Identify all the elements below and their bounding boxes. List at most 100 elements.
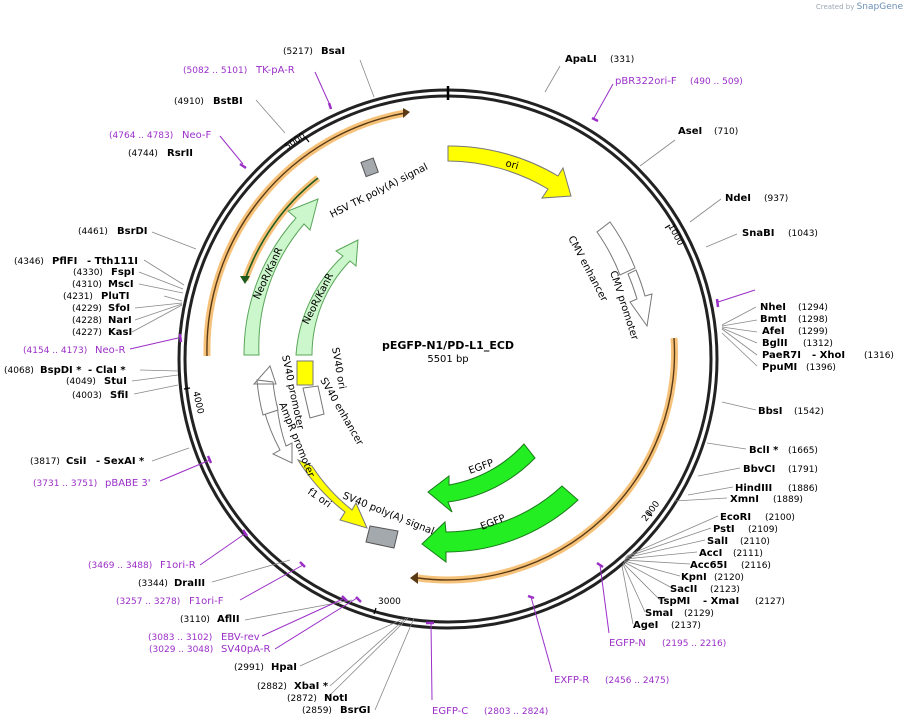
plasmid-name: pEGFP-N1/PD-L1_ECD [382, 339, 514, 352]
primer-tkpar[interactable]: TK-pA-R [255, 65, 295, 76]
site-bstbi[interactable]: BstBI [213, 96, 243, 107]
primer-pbr322[interactable]: pBR322ori-F [615, 76, 677, 87]
site-xhoi[interactable]: - XhoI [812, 350, 845, 361]
site-bcli[interactable]: BclI * [749, 445, 779, 456]
site-sfii[interactable]: SfiI [110, 390, 128, 401]
site-clai[interactable]: - ClaI * [88, 365, 126, 376]
site-sacii[interactable]: SacII [670, 584, 697, 595]
site-bspdi[interactable]: BspDI * [40, 365, 82, 376]
site-leaders [131, 59, 758, 711]
primer-sv40par-range: (3029 .. 3048) [149, 645, 213, 655]
site-xmni-pos: (1889) [773, 495, 803, 505]
site-afei[interactable]: AfeI [762, 326, 785, 337]
site-rsrii[interactable]: RsrII [167, 148, 193, 159]
site-fspi[interactable]: FspI [111, 267, 135, 278]
site-ecori-pos: (2100) [765, 513, 795, 523]
site-nari[interactable]: NarI [108, 315, 132, 326]
site-paer7i[interactable]: PaeR7I [762, 350, 801, 361]
primer-egfpc[interactable]: EGFP-C [432, 706, 468, 717]
sv40-enhancer-box [302, 385, 325, 419]
site-pflfi-pos: (4346) [14, 257, 44, 267]
site-draiii[interactable]: DraIII [174, 578, 205, 589]
site-sfoi[interactable]: SfoI [108, 303, 130, 314]
site-pluti[interactable]: PluTI [101, 291, 129, 302]
site-paer7i-pos: (1316) [864, 351, 894, 361]
site-stui[interactable]: StuI [104, 376, 127, 387]
site-psti[interactable]: PstI [713, 524, 735, 535]
site-hpai-pos: (2991) [234, 663, 264, 673]
cmv-promoter-arrow [627, 269, 653, 328]
primer-neor[interactable]: Neo-R [95, 345, 126, 356]
site-hindiii[interactable]: HindIII [735, 483, 772, 494]
site-bbsi[interactable]: BbsI [758, 406, 782, 417]
tick-5000: 5000 [283, 131, 308, 152]
site-bcli-pos: (1665) [788, 446, 818, 456]
site-ecori[interactable]: EcoRI [720, 512, 751, 523]
cmv-enhancer-label: CMV enhancer [565, 234, 609, 304]
primer-exfpr-range: (2456 .. 2475) [605, 676, 669, 686]
primer-pbabe3[interactable]: pBABE 3' [105, 478, 151, 489]
site-bsrdi[interactable]: BsrDI [117, 226, 148, 237]
site-bsrdi-pos: (4461) [78, 227, 108, 237]
egfp-arrow-outer [421, 485, 579, 563]
site-bglii[interactable]: BglII [762, 338, 788, 349]
site-xbai-pos: (2882) [257, 682, 287, 692]
sv40-promoter-arrow [252, 365, 279, 416]
site-bbvci[interactable]: BbvCI [743, 464, 775, 475]
primer-f1orir[interactable]: F1ori-R [160, 560, 196, 571]
site-csii[interactable]: CsiI [66, 456, 86, 467]
site-pflfi[interactable]: PflFI [52, 256, 77, 267]
primer-egfpc-range: (2803 .. 2824) [484, 707, 548, 717]
tick-2000: 2000 [640, 499, 662, 524]
hsv-polya-box [360, 157, 379, 178]
site-snabi[interactable]: SnaBI [742, 228, 774, 239]
site-tth111i[interactable]: - Tth111I [87, 256, 138, 267]
site-kpni-pos: (2120) [714, 573, 744, 583]
site-ndei[interactable]: NdeI [725, 193, 751, 204]
site-acci[interactable]: AccI [699, 548, 722, 559]
primer-leaders [129, 71, 756, 701]
primer-neof[interactable]: Neo-F [182, 130, 212, 141]
site-kpni[interactable]: KpnI [681, 572, 707, 583]
site-bsrgi[interactable]: BsrGI [340, 705, 370, 716]
site-kasi[interactable]: KasI [108, 327, 132, 338]
site-hpai[interactable]: HpaI [271, 662, 297, 673]
site-acc65i[interactable]: Acc65I [690, 560, 727, 571]
site-aflii[interactable]: AflII [217, 614, 240, 625]
site-aflii-pos: (3110) [180, 615, 210, 625]
site-acc65i-pos: (2116) [741, 561, 771, 571]
orf-arc-neo [241, 175, 321, 282]
neor-label-inner: NeoR/KanR [301, 272, 336, 327]
site-bbvci-pos: (1791) [788, 465, 818, 475]
site-sali[interactable]: SalI [707, 536, 728, 547]
site-bglii-pos: (1312) [803, 339, 833, 349]
tick-3000: 3000 [378, 597, 401, 607]
site-apali[interactable]: ApaLI [565, 54, 597, 65]
site-kasi-pos: (4227) [72, 328, 102, 338]
primer-f1orif[interactable]: F1ori-F [189, 596, 224, 607]
site-psti-pos: (2109) [748, 525, 778, 535]
site-xmni[interactable]: XmnI [730, 494, 759, 505]
site-xbai[interactable]: XbaI * [294, 681, 329, 692]
primer-sv40par[interactable]: SV40pA-R [221, 644, 270, 655]
site-msci[interactable]: MscI [108, 279, 134, 290]
site-noti[interactable]: NotI [324, 693, 348, 704]
site-tspmi[interactable]: TspMI [658, 596, 690, 607]
site-bspdi-pos: (4068) [4, 366, 34, 376]
site-sexai[interactable]: - SexAI * [96, 456, 145, 467]
site-bmti-pos: (1298) [798, 315, 828, 325]
site-asei[interactable]: AseI [678, 126, 702, 137]
site-bsai[interactable]: BsaI [321, 46, 345, 57]
primer-ebvrev[interactable]: EBV-rev [221, 632, 260, 643]
site-nhei[interactable]: NheI [760, 302, 786, 313]
primer-egfpn[interactable]: EGFP-N [609, 638, 646, 649]
site-ppumi[interactable]: PpuMI [762, 362, 797, 373]
primer-exfpr[interactable]: EXFP-R [554, 675, 589, 686]
site-bmti[interactable]: BmtI [760, 314, 787, 325]
site-smai[interactable]: SmaI [645, 608, 673, 619]
ori-arrow [447, 145, 572, 199]
ampr-promoter-arrow [263, 404, 293, 464]
site-agei[interactable]: AgeI [633, 620, 658, 631]
site-xmai[interactable]: - XmaI [703, 596, 739, 607]
site-asei-pos: (710) [714, 127, 738, 137]
